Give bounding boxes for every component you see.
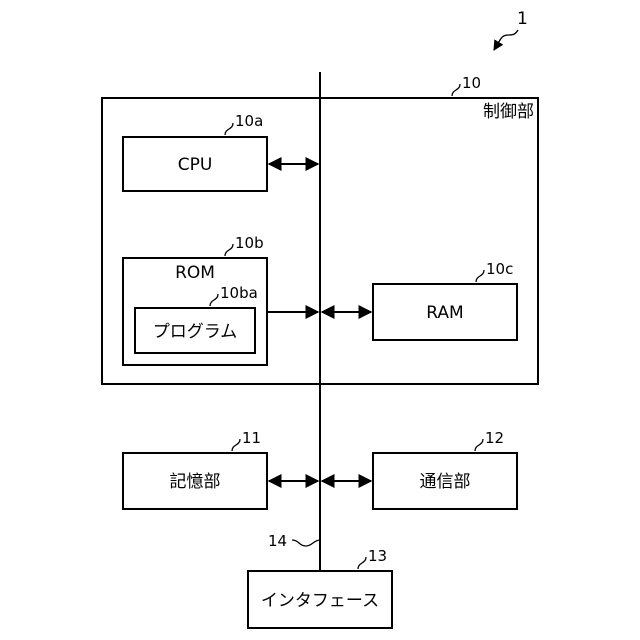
interface-label: インタフェース — [261, 591, 379, 611]
rom-label: ROM — [175, 263, 215, 283]
communication-ref-leader — [475, 439, 483, 451]
storage-ref: 11 — [242, 429, 261, 447]
interface-ref: 13 — [368, 547, 387, 565]
storage-label: 記憶部 — [170, 472, 221, 492]
cpu-label: CPU — [178, 155, 213, 175]
program-ref: 10ba — [220, 284, 258, 302]
ram-label: RAM — [426, 303, 463, 323]
ram-ref: 10c — [486, 260, 513, 278]
control-unit-label: 制御部 — [483, 102, 534, 122]
communication-ref: 12 — [485, 429, 504, 447]
control-unit-ref: 10 — [462, 74, 481, 92]
interface-ref-leader — [358, 557, 366, 569]
control-unit-ref-leader — [452, 84, 460, 96]
bus-ref-leader — [292, 540, 320, 546]
cpu-ref: 10a — [235, 112, 263, 130]
storage-ref-leader — [232, 439, 240, 451]
figure-ref-number: 1 — [517, 9, 528, 29]
program-label: プログラム — [153, 322, 238, 342]
rom-ref: 10b — [235, 234, 264, 252]
figure-ref-arrow — [494, 30, 518, 50]
communication-label: 通信部 — [420, 472, 471, 492]
bus-ref: 14 — [268, 532, 287, 550]
